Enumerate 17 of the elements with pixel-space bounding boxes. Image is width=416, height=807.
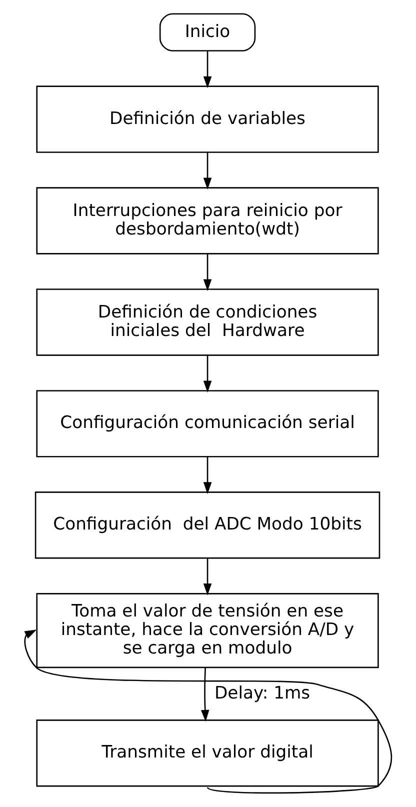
arrow	[203, 51, 212, 88]
arrow	[203, 152, 212, 190]
node-box: Configuración comunicación serial	[36, 390, 379, 458]
arrow	[203, 254, 212, 292]
node-box: Configuración del ADC Modo 10bits	[34, 492, 380, 559]
node-box: Transmite el valor digital	[36, 720, 379, 787]
node-box: Interrupciones para reinicio por desbordamiento(wdt)	[36, 187, 379, 254]
node-box: Definición de condiciones iniciales del Hardware	[36, 288, 379, 356]
node-box: Definición de variables	[36, 86, 379, 153]
arrow	[203, 456, 212, 494]
edge-label: Delay: 1ms	[214, 683, 310, 704]
node-box: Toma el valor de tensión en ese instante, hace la conversión A/D y se carga en modulo	[36, 593, 379, 668]
arrow	[203, 558, 212, 596]
arrow	[203, 355, 212, 393]
arrow	[24, 630, 392, 794]
arrow	[200, 668, 210, 722]
node-box: Inicio	[159, 13, 256, 52]
